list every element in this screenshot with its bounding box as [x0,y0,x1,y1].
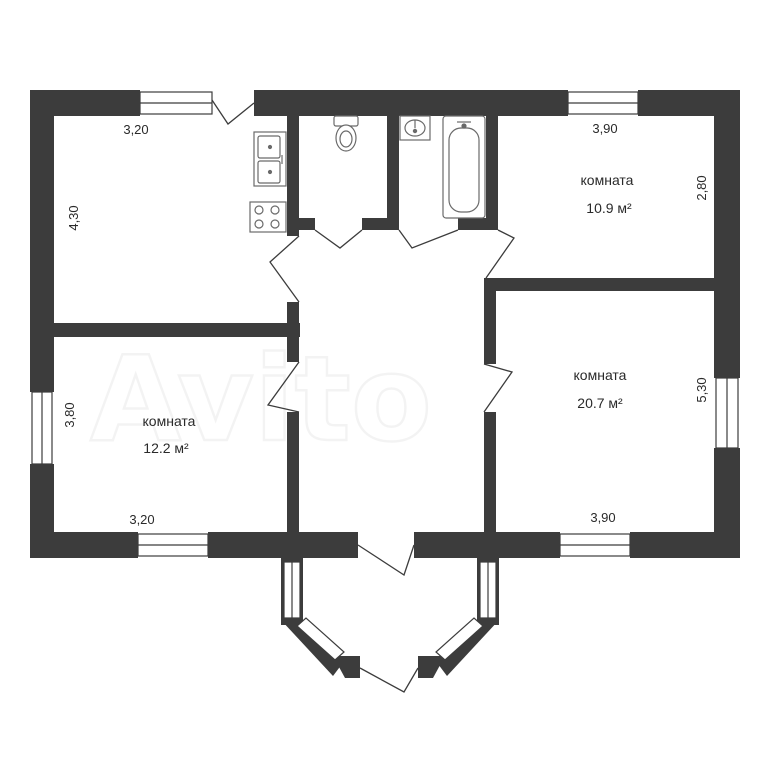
bay-wall-right-end [418,656,445,678]
outer-wall-bottom-a [30,532,138,558]
bay-wall-left-diagonal [281,620,345,676]
room-bottom-right-height-label: 5,30 [694,377,709,402]
door-room-top-right [485,229,515,279]
door-entry-kitchen [211,99,255,125]
outer-wall-left-upper [30,90,54,392]
wall-corridor-right-lower [484,412,496,532]
outer-wall-bottom-b [208,532,358,558]
door-room-bottom-right [483,363,514,413]
outer-wall-top-middle [254,90,568,116]
outer-wall-bottom-c [414,532,560,558]
door-room-left [266,361,300,413]
toilet-icon [333,115,359,152]
wall-kitchen-room [54,323,300,337]
wall-right-rooms [486,278,714,291]
room-bottom-right-width-label: 3,90 [590,510,615,525]
wall-corridor-left-mid [287,302,299,362]
room-bottom-right-name: комната [574,367,627,383]
wall-kitchen-corridor-upper [287,116,299,236]
kitchen-height-label: 4,30 [66,205,81,230]
door-toilet [314,229,363,249]
bay-wall-right-diagonal [435,620,499,676]
door-kitchen [269,235,300,303]
room-left-height-label: 3,80 [62,402,77,427]
wall-corridor-right-upper [484,278,496,364]
door-porch [359,667,419,693]
watermark-text: Avito [90,330,432,468]
door-bathroom [398,229,459,249]
wall-corridor-left-lower [287,412,299,532]
walls [30,90,740,678]
room-left-width-label: 3,20 [129,512,154,527]
door-main [357,544,415,577]
room-top-right-width-label: 3,90 [592,121,617,136]
bathtub-icon [442,115,486,219]
outer-wall-bottom-d [630,532,740,558]
kitchen-sink-icon [253,131,287,187]
bay-wall-left-end [333,656,360,678]
window-bay-left-diagonal [296,617,345,661]
stove-icon [249,201,287,233]
room-left-name: комната [143,413,196,429]
doors [211,99,515,693]
windows [31,91,739,661]
wall-toilet-bath [387,116,399,230]
sink-icon [399,115,431,141]
wall-toilet-bottom-right [362,218,399,230]
outer-wall-right-upper [714,90,740,378]
room-top-right-name: комната [581,172,634,188]
room-top-right-height-label: 2,80 [694,175,709,200]
room-bottom-right-area: 20.7 м² [577,395,623,411]
wall-bath-right [486,116,498,230]
window-bay-right-diagonal [435,617,484,661]
room-top-right-area: 10.9 м² [586,200,632,216]
wall-toilet-bottom-left [287,218,315,230]
room-left-area: 12.2 м² [143,440,189,456]
kitchen-width-label: 3,20 [123,122,148,137]
